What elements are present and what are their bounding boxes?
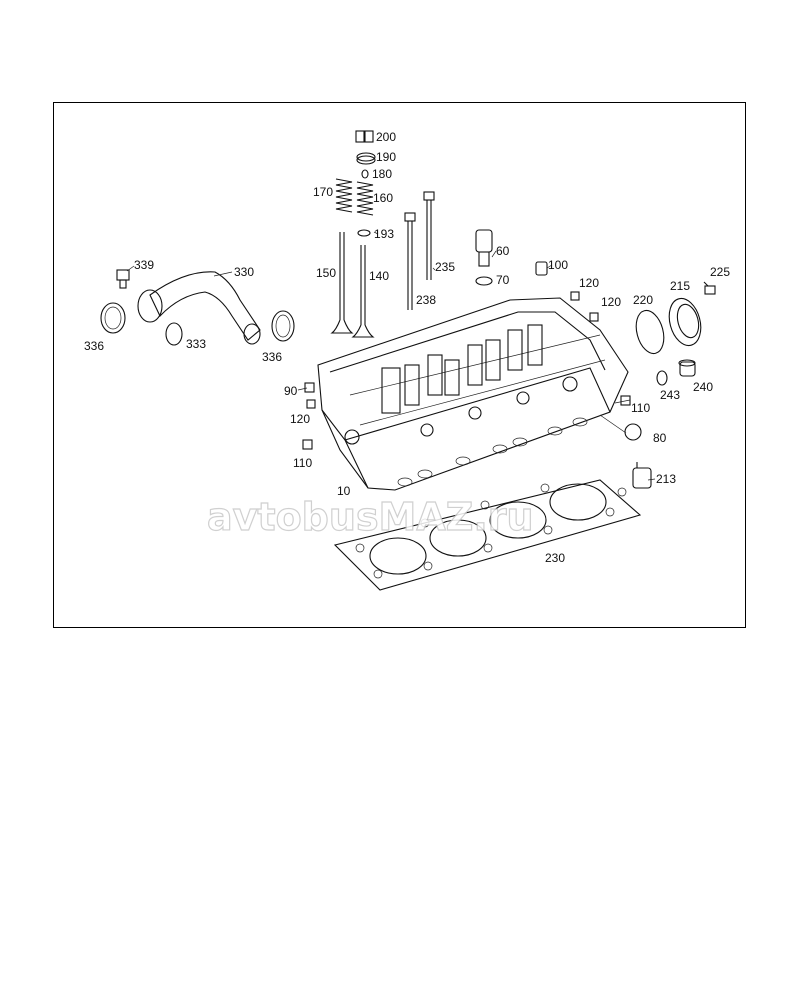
seal-ring-243 xyxy=(656,370,668,386)
label-225: 225 xyxy=(710,265,730,279)
label-213: 213 xyxy=(656,472,676,486)
label-70: 70 xyxy=(496,273,510,287)
diagram-frame xyxy=(53,102,746,628)
valve-washer-193 xyxy=(357,229,371,237)
label-215: 215 xyxy=(670,279,690,293)
seal-ring-70 xyxy=(475,276,493,286)
label-190: 190 xyxy=(376,150,396,164)
head-bolt-235 xyxy=(423,191,435,280)
valve-cap-190 xyxy=(356,152,376,165)
label-90: 90 xyxy=(284,384,298,398)
label-160: 160 xyxy=(373,191,393,205)
label-120-right: 120 xyxy=(601,295,621,309)
plug-100 xyxy=(535,261,548,276)
leader-lines xyxy=(126,231,656,481)
plug-120-top xyxy=(570,291,580,301)
cover-215 xyxy=(668,297,702,347)
label-230: 230 xyxy=(545,551,565,565)
valve-cotter-200 xyxy=(355,130,374,143)
plug-240 xyxy=(678,359,696,377)
label-10: 10 xyxy=(337,484,351,498)
valve-spring-160 xyxy=(356,181,374,216)
label-339: 339 xyxy=(134,258,154,272)
clamp-336-right xyxy=(271,310,295,342)
label-220: 220 xyxy=(633,293,653,307)
label-336-right: 336 xyxy=(262,350,282,364)
label-100: 100 xyxy=(548,258,568,272)
label-336-left: 336 xyxy=(84,339,104,353)
plug-90 xyxy=(304,382,315,393)
part-labels: 200 190 180 170 160 193 150 140 235 238 … xyxy=(84,130,730,565)
o-ring-333 xyxy=(165,322,183,346)
sensor-213 xyxy=(632,462,652,489)
label-200: 200 xyxy=(376,130,396,144)
label-110-left: 110 xyxy=(293,456,312,470)
injector-sleeve-60 xyxy=(475,229,493,267)
bolt-339 xyxy=(116,269,130,289)
plug-120-right xyxy=(589,312,599,322)
watermark-text: avtobusMAZ.ru xyxy=(207,495,534,539)
valve-spring-170 xyxy=(335,178,353,213)
label-110-right: 110 xyxy=(631,401,650,415)
screw-225 xyxy=(703,281,716,295)
label-60: 60 xyxy=(496,244,510,258)
label-140: 140 xyxy=(369,269,389,283)
head-bolt-238 xyxy=(404,212,416,310)
gasket-220 xyxy=(635,309,665,355)
plug-110-left xyxy=(302,439,313,450)
label-238: 238 xyxy=(416,293,436,307)
label-240: 240 xyxy=(693,380,713,394)
plug-110-right xyxy=(620,395,631,406)
label-333: 333 xyxy=(186,337,206,351)
label-180: 180 xyxy=(372,167,392,181)
label-150: 150 xyxy=(316,266,336,280)
label-243: 243 xyxy=(660,388,680,402)
intake-valve-150 xyxy=(330,232,354,334)
cylinder-head-10 xyxy=(317,297,629,491)
label-120-top: 120 xyxy=(579,276,599,290)
label-170: 170 xyxy=(313,185,333,199)
seal-80 xyxy=(624,423,642,441)
exhaust-valve-140 xyxy=(351,245,375,338)
plug-120-left xyxy=(306,399,316,409)
label-193: 193 xyxy=(374,227,394,241)
label-80: 80 xyxy=(653,431,667,445)
valve-key-180 xyxy=(361,169,369,179)
label-235: 235 xyxy=(435,260,455,274)
head-gasket-230 xyxy=(333,479,642,591)
clamp-336-left xyxy=(100,302,126,334)
label-120-left: 120 xyxy=(290,412,310,426)
label-330: 330 xyxy=(234,265,254,279)
coolant-pipe-330 xyxy=(137,271,261,345)
